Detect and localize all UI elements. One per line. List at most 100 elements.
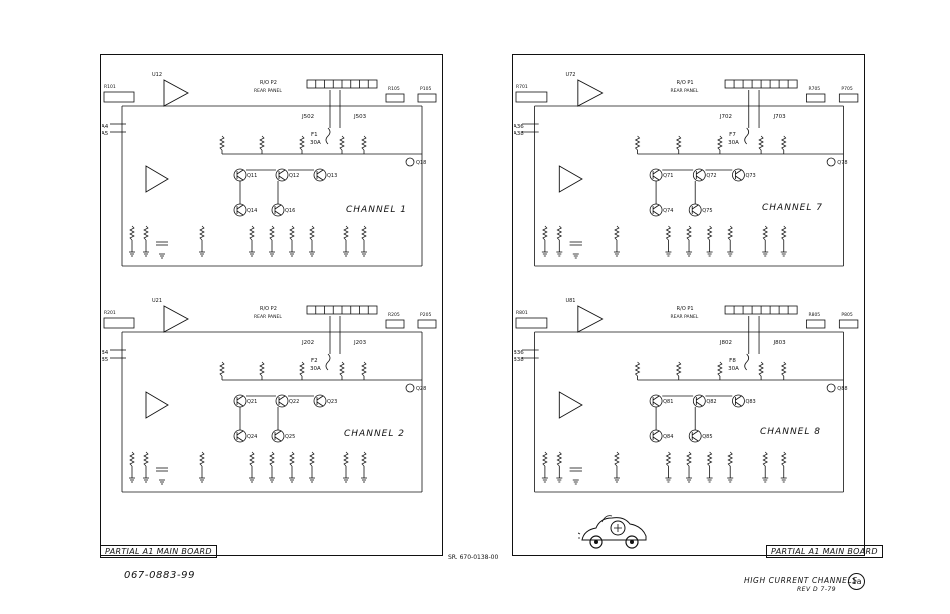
transistor-q2-label: Q22	[289, 399, 299, 405]
transistor-collector	[735, 395, 742, 401]
transistor-q5-label: Q16	[285, 208, 295, 214]
rear-panel-label: REAR PANEL	[254, 314, 282, 320]
resistor-upper	[717, 361, 723, 377]
transistor-emitter	[278, 401, 286, 407]
output-pin-label: P105	[420, 86, 431, 92]
sheet-id-circle: 1a	[848, 573, 865, 590]
resistor-bank	[556, 451, 563, 467]
transistor-emitter	[236, 210, 244, 216]
input-connector	[103, 317, 135, 329]
indicator-label: Q28	[416, 386, 426, 392]
resistor-upper	[259, 135, 265, 151]
resistor-bank	[249, 451, 255, 467]
transistor-q2-label: Q82	[706, 399, 716, 405]
resistor-bank	[361, 451, 367, 467]
transistor-collector	[691, 430, 699, 436]
resistor-label-left: R701	[516, 84, 528, 90]
opamp-error	[558, 165, 583, 193]
title-revision: REV D 7-79	[797, 586, 837, 593]
transistor-q4-label: Q84	[663, 434, 673, 440]
transistor-emitter	[652, 210, 660, 216]
resistor-bank	[269, 451, 275, 467]
resistor-upper	[299, 135, 305, 151]
resistor-bank	[686, 451, 692, 467]
transistor-emitter	[652, 401, 660, 407]
resistor-upper	[675, 135, 682, 151]
transistor-q3	[313, 394, 327, 408]
input-connector	[103, 91, 135, 103]
transistor-emitter	[691, 436, 699, 442]
resistor-bank	[199, 225, 205, 241]
transistor-emitter	[236, 175, 244, 181]
channel-8-label: CHANNEL 8	[760, 427, 821, 437]
transistor-collector	[236, 430, 244, 436]
resistor-bank	[309, 225, 315, 241]
indicator-label: Q18	[416, 160, 426, 166]
transistor-emitter	[316, 175, 324, 181]
transistor-q4	[649, 429, 663, 443]
fuse-rating: 30A	[728, 140, 739, 146]
resistor-upper	[717, 135, 723, 151]
right-board-label: PARTIAL A1 MAIN BOARD	[766, 545, 883, 558]
fuse-symbol	[325, 127, 331, 145]
right-sheet-frame	[512, 54, 865, 556]
indicator-led	[405, 383, 415, 393]
transistor-q1	[233, 168, 247, 182]
fuse-symbol	[325, 353, 331, 371]
transistor-collector	[274, 430, 282, 436]
transistor-q1-label: Q81	[663, 399, 673, 405]
transistor-collector	[236, 204, 244, 210]
opamp-front	[163, 305, 189, 333]
left-sheet-frame	[100, 54, 443, 556]
resistor-upper	[675, 361, 682, 377]
transistor-q3-label: Q83	[745, 399, 755, 405]
resistor-bank	[706, 451, 713, 467]
channel-1-label: CHANNEL 1	[346, 205, 407, 215]
resistor-upper	[758, 135, 764, 151]
resistor-upper	[780, 135, 787, 151]
transistor-q3	[313, 168, 327, 182]
transistor-collector	[236, 395, 244, 401]
transistor-collector	[696, 169, 703, 175]
transistor-emitter	[236, 401, 244, 407]
input-pin-1: B36	[514, 350, 524, 356]
transistor-q4-label: Q14	[247, 208, 257, 214]
jumper-b-label: J703	[772, 114, 786, 120]
transistor-q2-label: Q12	[289, 173, 299, 179]
channel-7-label: CHANNEL 7	[762, 203, 823, 213]
transistor-emitter	[316, 401, 324, 407]
resistor-bank	[289, 451, 295, 467]
rear-connector-label: R/O P2	[260, 306, 277, 312]
jumper-a-label: J502	[301, 114, 314, 120]
fuse-label: F1	[311, 132, 318, 138]
transistor-collector	[316, 395, 324, 401]
fuse-label: F8	[729, 358, 736, 364]
rear-connector-label: R/O P1	[677, 306, 694, 312]
transistor-q5	[688, 203, 702, 217]
resistor-bank	[665, 225, 672, 241]
resistor-bank	[706, 225, 713, 241]
title-high-current-channels: HIGH CURRENT CHANNELS	[744, 576, 858, 585]
opamp-label: U21	[152, 298, 162, 304]
resistor-upper	[339, 361, 345, 377]
indicator-led	[405, 157, 415, 167]
input-connector	[515, 91, 548, 103]
fuse-rating: 30A	[310, 366, 321, 372]
resistor-bank	[129, 225, 135, 241]
fuse-label: F7	[729, 132, 736, 138]
resistor-label-left: R201	[104, 310, 116, 316]
left-board-label: PARTIAL A1 MAIN BOARD	[100, 545, 217, 558]
transistor-q5-label: Q85	[702, 434, 712, 440]
resistor-bank	[309, 451, 315, 467]
rear-panel-label: REAR PANEL	[670, 314, 698, 320]
resistor-bank	[780, 451, 787, 467]
resistor-upper	[634, 135, 641, 151]
resistor-bank	[199, 451, 205, 467]
transistor-q5	[688, 429, 702, 443]
input-connector	[515, 317, 548, 329]
resistor-upper	[219, 135, 225, 151]
opamp-front	[577, 305, 604, 333]
opamp-error	[558, 391, 583, 419]
